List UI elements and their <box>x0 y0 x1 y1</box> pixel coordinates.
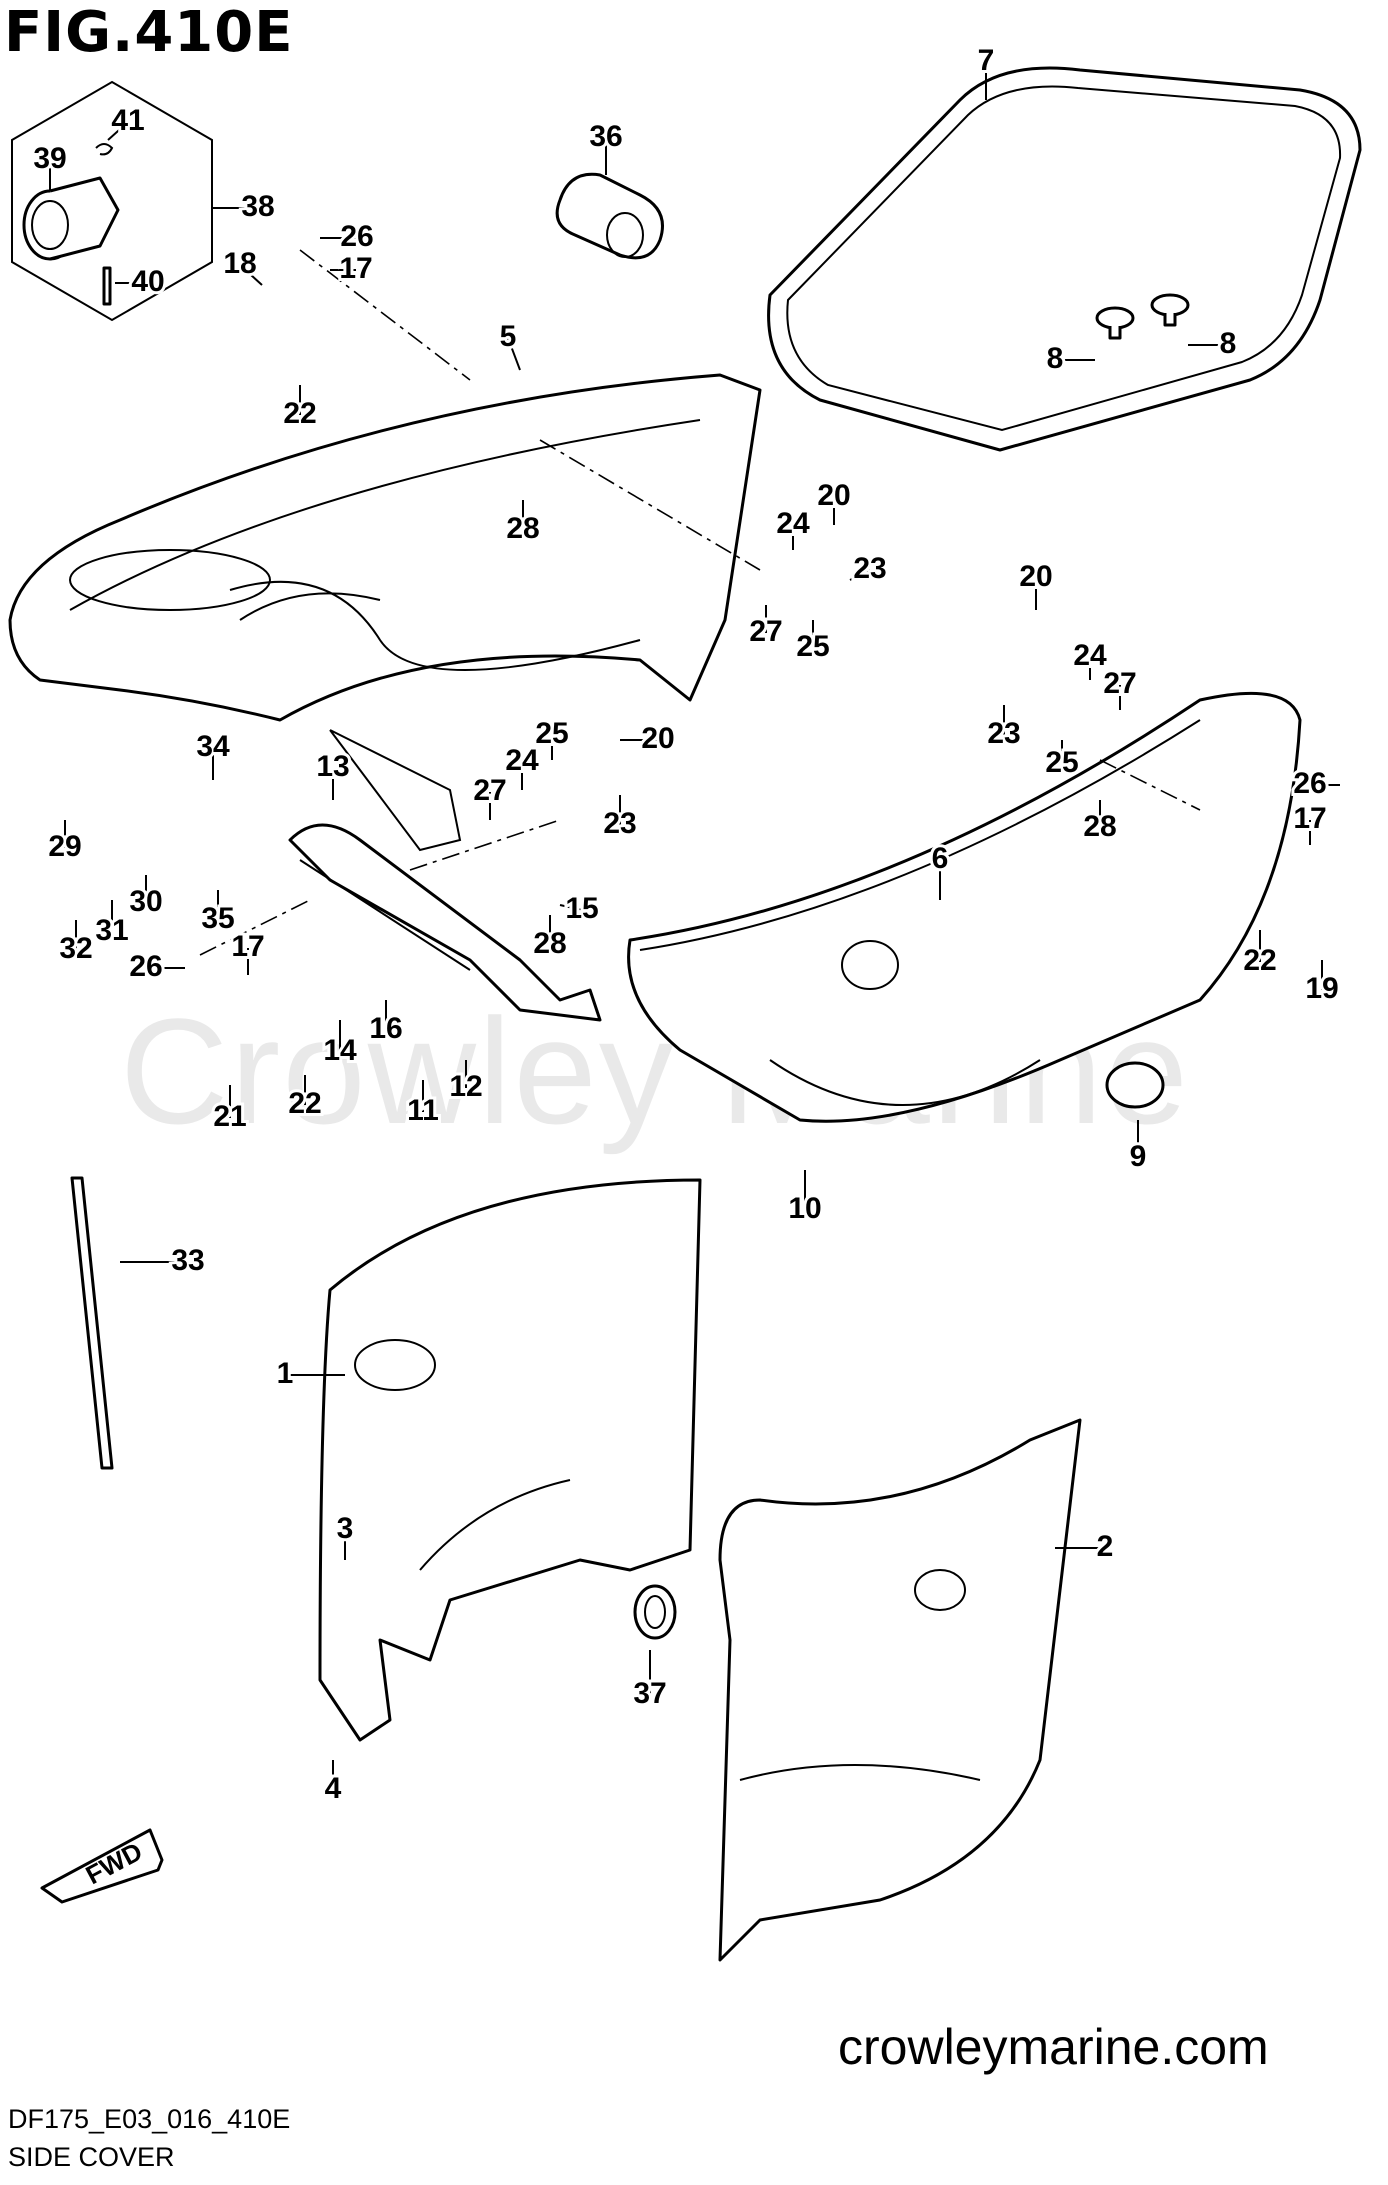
callout-c40: 40 <box>131 265 164 298</box>
callout-c26a: 26 <box>340 220 373 253</box>
callout-c39: 39 <box>33 142 66 175</box>
callout-c25c: 25 <box>535 717 568 750</box>
part-37-grommet <box>633 1584 677 1640</box>
callout-c4: 4 <box>325 1772 342 1805</box>
callout-c22c: 22 <box>288 1087 321 1120</box>
callout-c31: 31 <box>95 914 128 947</box>
callout-c3: 3 <box>337 1512 354 1545</box>
diagram-caption: SIDE COVER <box>8 2142 175 2172</box>
callout-c19: 19 <box>1305 972 1338 1005</box>
callout-c7: 7 <box>978 44 995 77</box>
callout-c12: 12 <box>449 1070 482 1103</box>
part-39-sleeve <box>22 176 120 261</box>
callout-c1: 1 <box>277 1357 294 1390</box>
diagram-code: DF175_E03_016_410E <box>8 2104 291 2134</box>
leader-line-c5 <box>507 337 521 371</box>
callout-c17c: 17 <box>231 930 264 963</box>
callout-c37: 37 <box>633 1677 666 1710</box>
callout-c36: 36 <box>589 120 622 153</box>
part-6-side-cover-right <box>627 691 1302 1123</box>
callout-c28b: 28 <box>1083 810 1116 843</box>
callout-c35: 35 <box>201 902 234 935</box>
callout-c17a: 17 <box>339 252 372 285</box>
callout-c8a: 8 <box>1047 342 1064 375</box>
part-2-lower-cover-right <box>718 1418 1082 1962</box>
callout-c27b: 27 <box>1103 667 1136 700</box>
leader-line-c18 <box>239 264 263 286</box>
callout-c28a: 28 <box>506 512 539 545</box>
callout-c26b: 26 <box>1293 767 1326 800</box>
callout-c10: 10 <box>788 1192 821 1225</box>
callout-c41: 41 <box>111 104 144 137</box>
callout-c32: 32 <box>59 932 92 965</box>
callout-c24b: 24 <box>1073 639 1107 672</box>
callout-c24c: 24 <box>505 744 539 777</box>
callout-c11: 11 <box>407 1094 439 1127</box>
callout-c28c: 28 <box>533 927 566 960</box>
part-5-upper-side-cover <box>8 373 762 852</box>
callout-c23c: 23 <box>603 807 636 840</box>
callout-c34: 34 <box>196 730 230 763</box>
part-7-seal-ring <box>767 66 1362 452</box>
callout-c20c: 20 <box>641 722 674 755</box>
callout-c6: 6 <box>932 842 949 875</box>
callout-c24a: 24 <box>776 507 810 540</box>
callout-c21: 21 <box>213 1100 246 1133</box>
callout-c33: 33 <box>171 1244 204 1277</box>
part-13-bracket <box>288 823 602 1022</box>
figure-title: FIG.410E <box>4 0 294 65</box>
part-9-plug <box>1105 1061 1165 1109</box>
callout-c30: 30 <box>129 885 162 918</box>
callout-c25b: 25 <box>1045 746 1078 779</box>
callout-c25a: 25 <box>796 630 829 663</box>
callout-c15: 15 <box>565 892 598 925</box>
callout-c22b: 22 <box>1243 944 1276 977</box>
fwd-arrow: FWD <box>40 1828 164 1904</box>
part-40-pin <box>102 266 112 306</box>
callout-c26c: 26 <box>129 950 162 983</box>
callout-c29: 29 <box>48 830 81 863</box>
part-33-cable-tie <box>70 1176 114 1470</box>
leader-line-c41 <box>107 121 129 141</box>
callout-c16: 16 <box>369 1012 402 1045</box>
callout-c20a: 20 <box>817 479 850 512</box>
callout-c13: 13 <box>316 750 349 783</box>
callout-c18: 18 <box>223 247 256 280</box>
callout-c23b: 23 <box>987 717 1020 750</box>
callout-c14: 14 <box>323 1034 357 1067</box>
part-38-kit-box <box>11 80 213 322</box>
callout-c22a: 22 <box>283 397 316 430</box>
part-1-lower-cover-left <box>318 1178 702 1742</box>
leader-line-c23a <box>849 569 871 581</box>
part-8-plug-a <box>1095 306 1135 340</box>
callout-c17b: 17 <box>1293 802 1326 835</box>
part-41-clip <box>95 143 114 156</box>
callout-c20b: 20 <box>1019 560 1052 593</box>
website-url[interactable]: crowleymarine.com <box>838 2019 1269 2075</box>
leader-line-c15 <box>559 904 583 911</box>
callout-c5: 5 <box>500 320 517 353</box>
callout-c2: 2 <box>1097 1530 1114 1563</box>
callout-c38: 38 <box>241 190 274 223</box>
part-8-plug-b <box>1150 293 1190 327</box>
callout-c27a: 27 <box>749 615 782 648</box>
callout-c23a: 23 <box>853 552 886 585</box>
part-36-grommet <box>555 172 664 260</box>
callout-c8b: 8 <box>1220 327 1237 360</box>
callout-c9: 9 <box>1130 1140 1147 1173</box>
callout-c27c: 27 <box>473 774 506 807</box>
